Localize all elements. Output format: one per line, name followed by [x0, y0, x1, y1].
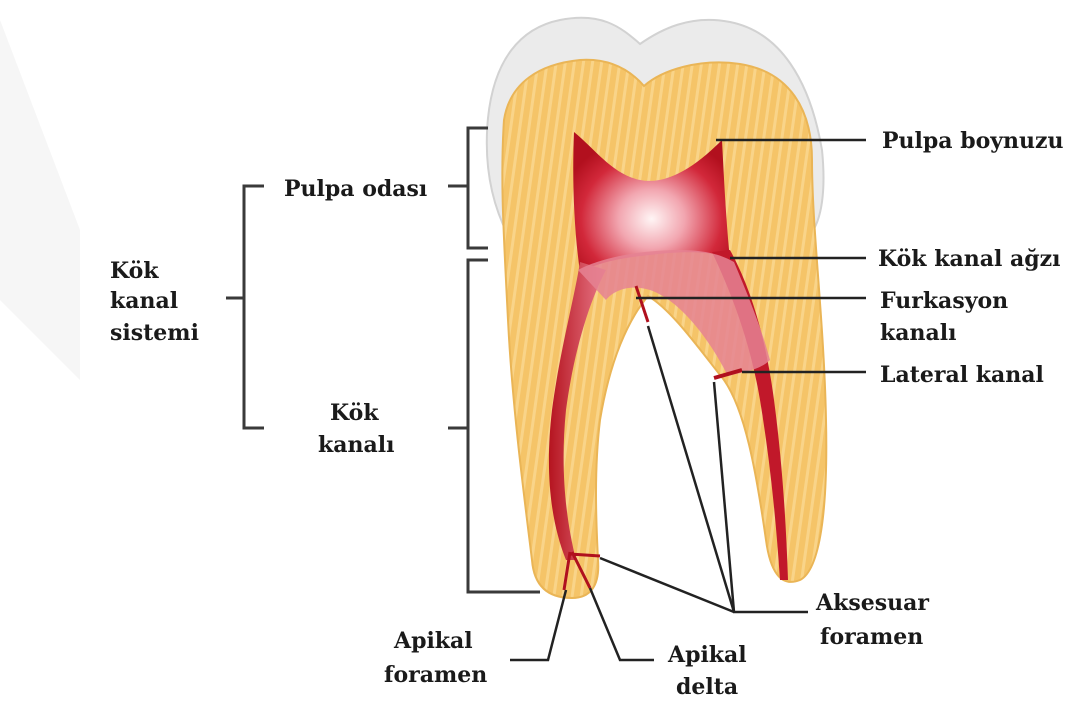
- label-furkasyon-kanali-line1: Furkasyon: [880, 288, 1008, 314]
- label-aksesuar-foramen-line2: foramen: [820, 624, 923, 650]
- label-furkasyon-kanali-line2: kanalı: [880, 320, 956, 346]
- label-kok-kanal-sistemi-line1: Kök: [110, 258, 159, 284]
- watermark-shape: [0, 20, 80, 380]
- label-kok-kanal-sistemi-line2: kanal: [110, 288, 178, 314]
- label-apikal-delta-line2: delta: [676, 674, 738, 700]
- label-kok-kanal-agzi: Kök kanal ağzı: [878, 246, 1060, 272]
- label-kok-kanal-sistemi-line3: sistemi: [110, 320, 199, 346]
- label-lateral-kanal: Lateral kanal: [880, 362, 1044, 388]
- label-kok-kanali-line1: Kök: [330, 400, 379, 426]
- label-apikal-foramen-line2: foramen: [384, 662, 487, 688]
- label-pulpa-odasi: Pulpa odası: [284, 176, 427, 202]
- label-pulpa-boynuzu: Pulpa boynuzu: [882, 128, 1064, 154]
- label-apikal-delta-line1: Apikal: [667, 642, 747, 668]
- label-apikal-foramen-line1: Apikal: [393, 628, 473, 654]
- label-kok-kanali-line2: kanalı: [318, 432, 394, 458]
- label-aksesuar-foramen-line1: Aksesuar: [815, 590, 929, 616]
